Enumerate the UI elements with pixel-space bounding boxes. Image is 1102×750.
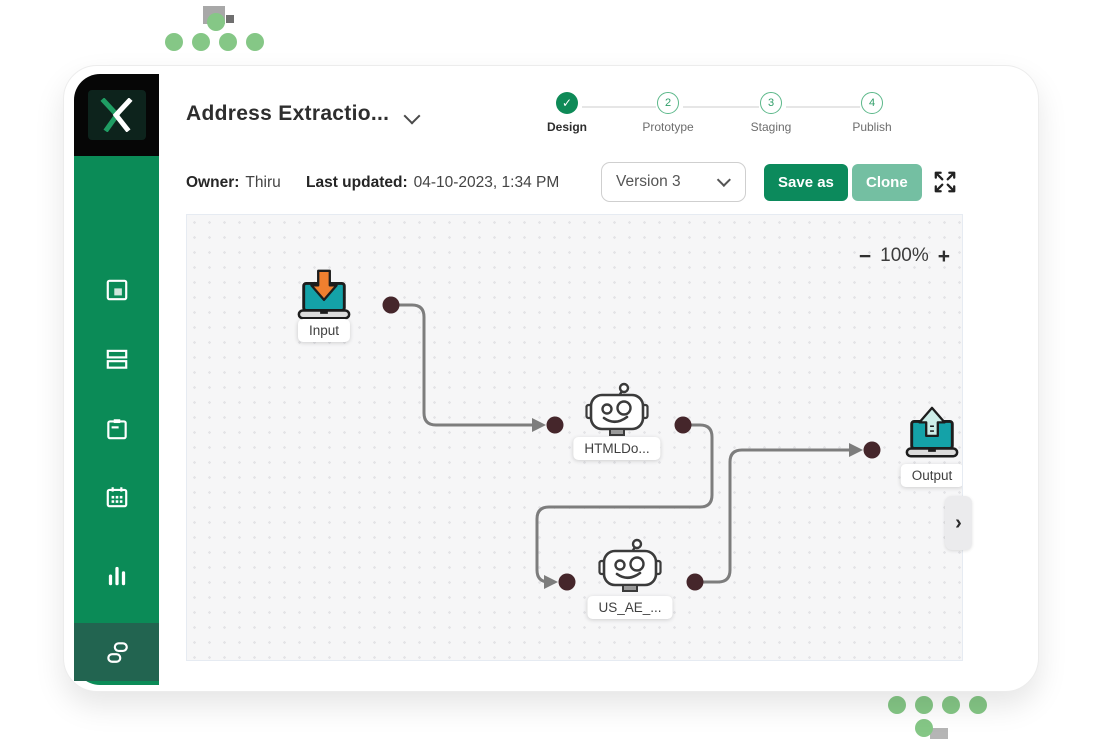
clipboard-icon bbox=[106, 419, 127, 440]
port-htmldo-out bbox=[674, 416, 692, 434]
node-output[interactable] bbox=[903, 405, 961, 466]
workflow-edges bbox=[382, 296, 881, 591]
chevron-right-icon: › bbox=[955, 511, 962, 534]
sidebar-item-workflows[interactable] bbox=[74, 623, 159, 681]
step-check-icon: ✓ bbox=[556, 92, 578, 114]
deco-square-small bbox=[226, 15, 234, 23]
sidebar-item-rows[interactable] bbox=[74, 330, 159, 388]
deco-dot bbox=[888, 696, 906, 714]
edge-usae-to-output bbox=[693, 448, 852, 584]
arrowhead-icon bbox=[544, 575, 558, 589]
zoom-level: 100% bbox=[880, 245, 929, 266]
node-label-htmldo: HTMLDo... bbox=[573, 437, 661, 460]
step-connector bbox=[786, 106, 860, 108]
version-dropdown-value: Version 3 bbox=[616, 173, 681, 190]
sidebar-item-calendar[interactable] bbox=[74, 468, 159, 526]
fullscreen-expand-button[interactable] bbox=[931, 169, 959, 197]
workflow-canvas[interactable]: Input HTMLDo... bbox=[186, 214, 963, 661]
port-output-in bbox=[863, 441, 881, 459]
deco-dot bbox=[219, 33, 237, 51]
last-updated-value: 04-10-2023, 1:34 PM bbox=[413, 174, 560, 191]
port-usae-out bbox=[686, 573, 704, 591]
step-publish[interactable]: 4 Publish bbox=[822, 92, 922, 134]
output-laptop-icon bbox=[905, 406, 959, 458]
step-number: 2 bbox=[657, 92, 679, 114]
zoom-out-button[interactable]: − bbox=[858, 244, 872, 268]
clone-button[interactable]: Clone bbox=[852, 164, 922, 201]
port-htmldo-in bbox=[546, 416, 564, 434]
node-label-input: Input bbox=[297, 319, 351, 342]
owner-info: Owner: Thiru bbox=[186, 174, 281, 192]
version-dropdown[interactable]: Version 3 bbox=[601, 162, 746, 202]
logo-x-icon bbox=[87, 90, 146, 140]
step-prototype[interactable]: 2 Prototype bbox=[618, 92, 718, 134]
dashboard-icon bbox=[106, 279, 127, 301]
deco-dot bbox=[915, 719, 933, 737]
node-input[interactable] bbox=[295, 267, 353, 328]
deco-square bbox=[930, 728, 948, 739]
app-logo[interactable] bbox=[74, 74, 159, 156]
node-label-usae: US_AE_... bbox=[587, 596, 673, 619]
workflow-icon bbox=[106, 642, 128, 663]
zoom-in-button[interactable]: + bbox=[937, 244, 950, 268]
edge-htmldo-to-usae bbox=[535, 423, 714, 584]
deco-dot bbox=[969, 696, 987, 714]
step-number: 4 bbox=[861, 92, 883, 114]
rows-icon bbox=[106, 349, 127, 369]
node-usae[interactable] bbox=[598, 537, 662, 600]
port-usae-in bbox=[558, 573, 576, 591]
arrowhead-icon bbox=[532, 418, 546, 432]
step-staging[interactable]: 3 Staging bbox=[721, 92, 821, 134]
edge-input-to-htmldo bbox=[389, 303, 535, 427]
deco-dot bbox=[165, 33, 183, 51]
arrowhead-icon bbox=[849, 443, 863, 457]
title-chevron-down-icon[interactable] bbox=[403, 107, 421, 125]
step-design[interactable]: ✓ Design bbox=[517, 92, 617, 134]
deco-dot bbox=[207, 13, 225, 31]
expand-arrows-icon bbox=[934, 171, 956, 193]
calendar-icon bbox=[106, 487, 127, 508]
panel-toggle-tab[interactable]: › bbox=[945, 496, 972, 550]
sidebar-item-analytics[interactable] bbox=[74, 546, 159, 604]
last-updated-info: Last updated: 04-10-2023, 1:34 PM bbox=[306, 174, 559, 192]
node-label-output: Output bbox=[900, 464, 962, 487]
sidebar-item-tasks[interactable] bbox=[74, 400, 159, 458]
input-laptop-icon bbox=[297, 269, 351, 320]
save-as-button[interactable]: Save as bbox=[764, 164, 848, 201]
sidebar bbox=[74, 156, 159, 685]
deco-dot bbox=[192, 33, 210, 51]
zoom-control: − 100% + bbox=[859, 245, 950, 267]
step-number: 3 bbox=[760, 92, 782, 114]
step-connector bbox=[582, 106, 656, 108]
step-connector bbox=[683, 106, 759, 108]
robot-icon bbox=[585, 382, 649, 436]
page-title: Address Extractio... bbox=[186, 102, 390, 125]
deco-dot bbox=[246, 33, 264, 51]
last-updated-label: Last updated: bbox=[306, 174, 408, 191]
bar-chart-icon bbox=[108, 566, 125, 586]
owner-value: Thiru bbox=[245, 174, 281, 191]
node-htmldo[interactable] bbox=[585, 381, 649, 444]
owner-label: Owner: bbox=[186, 174, 240, 191]
chevron-down-icon bbox=[716, 172, 731, 187]
deco-dot bbox=[942, 696, 960, 714]
deco-dot bbox=[915, 696, 933, 714]
sidebar-item-dashboard[interactable] bbox=[74, 261, 159, 319]
app-window: Address Extractio... ✓ Design 2 Prototyp… bbox=[63, 65, 1039, 692]
robot-icon bbox=[598, 538, 662, 592]
port-input-out bbox=[382, 296, 400, 314]
